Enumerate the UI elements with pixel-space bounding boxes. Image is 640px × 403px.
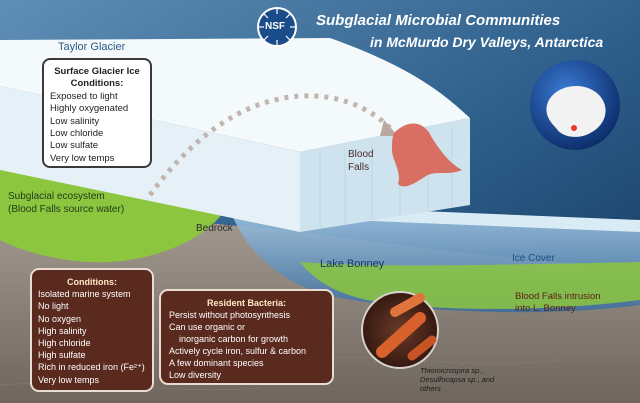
surface-conditions-header: Conditions: <box>70 78 124 90</box>
surface-condition-item: Exposed to light <box>50 90 118 102</box>
subglacial-condition-item: Very low temps <box>38 374 100 385</box>
flow-arrow-head <box>380 120 398 136</box>
resident-bacteria-item: Can use organic or <box>169 322 246 332</box>
blood-falls-label: Blood Falls <box>348 148 374 174</box>
blood-falls-plume <box>392 123 462 187</box>
surface-condition-item: Low salinity <box>50 115 100 127</box>
surface-condition-item: Very low temps <box>50 152 115 164</box>
nsf-logo-text: NSF <box>265 21 285 32</box>
surface-condition-item: Low chloride <box>50 128 104 140</box>
species-label-line: others <box>420 384 441 393</box>
intrusion-label-line: Blood Falls intrusion <box>515 291 601 302</box>
subglacial-condition-item: No oxygen <box>38 313 82 324</box>
resident-bacteria-item: Persist without photosynthesis <box>169 310 291 320</box>
intrusion-label: Blood Falls intrusion into L. Bonney <box>515 291 601 315</box>
bacteria-rods <box>376 293 437 361</box>
intrusion-label-line: into L. Bonney <box>515 303 576 314</box>
blood-falls-label-line: Falls <box>348 162 370 173</box>
subglacial-conditions-box: Conditions: Isolated marine system No li… <box>30 268 154 392</box>
surface-conditions-header: Surface Glacier Ice <box>54 66 140 77</box>
title-line-2: in McMurdo Dry Valleys, Antarctica <box>370 34 604 50</box>
subglacial-condition-item: High salinity <box>38 325 87 336</box>
taylor-glacier-label: Taylor Glacier <box>58 41 126 53</box>
surface-conditions-box: Surface Glacier Ice Conditions: Exposed … <box>42 58 152 168</box>
subglacial-condition-item: Isolated marine system <box>38 289 131 300</box>
subglacial-condition-item: Rich in reduced iron (Fe²⁺) <box>38 362 145 373</box>
site-marker <box>571 125 577 131</box>
species-label-line: Thiomicrospira sp., <box>420 366 484 375</box>
subglacial-conditions-header: Conditions: <box>67 277 117 287</box>
surface-condition-item: Highly oxygenated <box>50 103 129 115</box>
nsf-logo <box>257 7 297 47</box>
lake-bonney-label: Lake Bonney <box>320 258 385 270</box>
resident-bacteria-item: inorganic carbon for growth <box>169 334 289 344</box>
antarctica-landmass <box>546 85 606 137</box>
subglacial-label-line: Subglacial ecosystem <box>8 191 105 202</box>
resident-bacteria-item: A few dominant species <box>169 358 264 368</box>
species-label-line: Desulfocapsa sp., and <box>420 375 495 384</box>
subglacial-label-line: (Blood Falls source water) <box>8 204 125 215</box>
resident-bacteria-item: Actively cycle iron, sulfur & carbon <box>169 346 307 356</box>
flow-arrow <box>147 93 392 197</box>
subglacial-condition-item: High sulfate <box>38 350 86 361</box>
resident-bacteria-item: Low diversity <box>169 370 222 380</box>
species-label: Thiomicrospira sp., Desulfocapsa sp., an… <box>420 366 494 393</box>
surface-condition-item: Low sulfate <box>50 140 99 152</box>
bedrock-label: Bedrock <box>196 223 233 234</box>
resident-bacteria-box: Resident Bacteria: Persist without photo… <box>159 289 334 385</box>
title-line-1: Subglacial Microbial Communities <box>316 12 561 29</box>
subglacial-condition-item: No light <box>38 301 69 312</box>
resident-bacteria-header: Resident Bacteria: <box>206 298 287 308</box>
subglacial-label: Subglacial ecosystem (Blood Falls source… <box>8 190 124 216</box>
blood-falls-label-line: Blood <box>348 149 374 160</box>
subglacial-condition-item: High chloride <box>38 338 91 349</box>
ice-cover-label: Ice Cover <box>512 253 555 264</box>
